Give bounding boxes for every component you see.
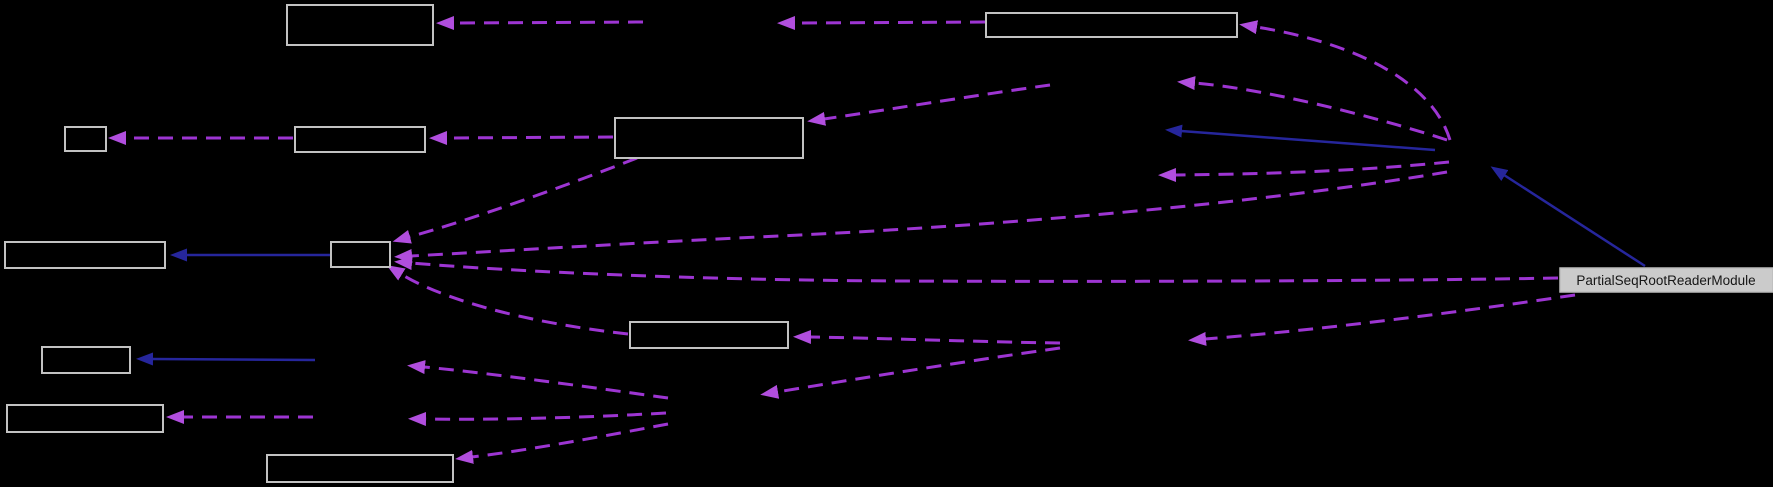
- edge-solid-hub-left: [1165, 124, 1436, 152]
- graph-node-box-bottom[interactable]: [266, 454, 454, 483]
- edge-dashed-to-cluster-right: [760, 346, 1061, 399]
- edge-dashed-box-k-to-box-g: [386, 265, 629, 336]
- graph-node-box-mid-left[interactable]: [294, 126, 426, 153]
- edge-dashed-cluster-to-left-low: [408, 411, 667, 427]
- edge-dashed-mainnode-lower-left: [1188, 293, 1576, 346]
- edge-dashed-to-box-e-right: [807, 83, 1051, 126]
- edge-dashed-box-e-to-box-g: [392, 156, 638, 244]
- edge-solid-mainnode-to-hub: [1490, 166, 1646, 268]
- edge-dashed-hub-to-box-b: [1239, 20, 1452, 141]
- edge-dashed-to-box-k: [793, 330, 1061, 345]
- graph-node-box-top-right[interactable]: [985, 12, 1238, 38]
- graph-node-box-center-top[interactable]: [614, 117, 804, 159]
- graph-node-box-lower-left[interactable]: [6, 404, 164, 433]
- edge-dashed-from-box-b-left: [777, 15, 986, 30]
- edge-dashed-box-e-to-box-d: [429, 130, 614, 145]
- edge-dashed-hub-to-box-g: [394, 170, 1448, 263]
- graph-node-box-top-left[interactable]: [286, 4, 434, 46]
- graph-node-box-left[interactable]: [4, 241, 166, 269]
- main-node-box[interactable]: [1559, 267, 1773, 293]
- edge-dashed-cluster-to-box-j: [455, 422, 669, 464]
- edge-dashed-cluster-to-left-mid: [407, 360, 669, 400]
- main-node-partial-seq-root-reader-module[interactable]: PartialSeqRootReaderModule: [1559, 267, 1773, 293]
- edge-solid-to-box-h: [136, 352, 316, 366]
- graph-node-box-small-left[interactable]: [64, 126, 107, 152]
- main-node-label: PartialSeqRootReaderModule: [1576, 273, 1755, 288]
- edge-dashed-hub-upper-left: [1177, 76, 1448, 142]
- graph-node-box-center[interactable]: [629, 321, 789, 349]
- edge-dashed-to-box-a: [436, 15, 644, 30]
- graph-node-box-lower-left-small[interactable]: [41, 346, 131, 374]
- edge-dashed-mainnode-to-box-g: [394, 256, 1559, 283]
- edge-dashed-hub-left: [1158, 160, 1450, 182]
- graph-node-box-small-center[interactable]: [330, 241, 391, 268]
